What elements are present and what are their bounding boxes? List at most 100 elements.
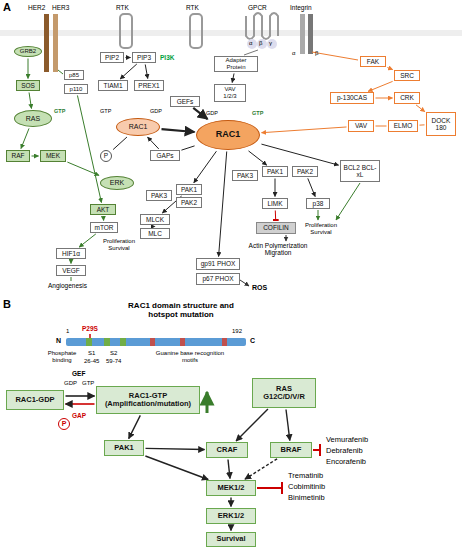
- node-text: MEK1/2: [217, 484, 244, 492]
- annotation-label: GPCR: [248, 4, 267, 11]
- pathway-connector: [103, 216, 104, 220]
- pathway-connector: [275, 179, 276, 197]
- gpcr-adapter-link: [244, 50, 258, 55]
- node-text: COFILIN: [263, 224, 289, 231]
- annotation-label: Integrin: [290, 4, 312, 11]
- her3-pi3k-link: [58, 70, 63, 74]
- node-text: Survival: [216, 535, 245, 543]
- node-text: GEFs: [177, 98, 194, 105]
- annotation-label: GDP: [150, 108, 162, 114]
- annotation-label: PI3K: [160, 54, 174, 61]
- node-text: BCL2 BCL-xL: [343, 164, 377, 178]
- node-text: p85: [69, 72, 79, 79]
- rtk-receptor: [190, 14, 202, 48]
- pathway-connector: [120, 64, 137, 79]
- inhibition-bar: [257, 482, 282, 494]
- protein-box: BCL2 BCL-xL: [340, 160, 380, 182]
- pathway-connector: [230, 498, 231, 507]
- pathway-connector: [261, 144, 338, 165]
- node-text: FAK: [367, 58, 379, 65]
- pathway-connector: [416, 105, 425, 112]
- switch-segment: [120, 338, 126, 346]
- rtk-receptor: [120, 14, 132, 48]
- adhesion-box: FAK: [360, 56, 386, 67]
- membrane: [0, 30, 462, 36]
- node-text: GAPs: [157, 152, 174, 159]
- annotation-label: GTP: [100, 108, 111, 114]
- adhesion-box: ELMO: [388, 120, 418, 132]
- gtpase-ellipse: RAC1: [116, 118, 160, 136]
- protein-box: PAK1: [262, 166, 288, 177]
- protein-box: PIP2: [100, 52, 124, 63]
- node-text: P: [104, 152, 108, 159]
- phosphate-circle: P: [58, 418, 70, 430]
- annotation-label: α: [249, 40, 252, 47]
- node-text: RAC1-GDP: [15, 396, 54, 404]
- annotation-label: HER2: [28, 4, 45, 11]
- guanine-motif-segment: [222, 338, 227, 346]
- pathway-connector: [261, 127, 346, 133]
- pathway-connector: [66, 403, 95, 405]
- pathway-connector: [161, 129, 194, 132]
- g-protein-subunit: [247, 39, 257, 49]
- node-text: PAK1: [181, 186, 197, 193]
- pathway-connector: [193, 108, 207, 119]
- annotation-label: α: [292, 50, 295, 57]
- annotation-label: RTK: [186, 4, 199, 11]
- phosphate-binding-segment: [86, 338, 92, 346]
- her3-receptor: [53, 14, 58, 72]
- node-text: SOS: [21, 82, 35, 89]
- protein-box: VAV 1/2/3: [214, 84, 246, 102]
- node-text: p110: [70, 86, 83, 93]
- annotation-label: ROS: [252, 284, 267, 292]
- protein-box: MLC: [140, 228, 170, 239]
- node-text: TIAM1: [103, 82, 122, 89]
- integrin-fak-link: [312, 52, 358, 60]
- node-text: PREX1: [138, 82, 159, 89]
- protein-box: HIF1α: [56, 248, 86, 259]
- node-text: CRAF: [217, 446, 238, 454]
- integrin-alpha: [300, 14, 305, 54]
- annotation-label: β: [259, 40, 262, 47]
- annotation-label: Angiogenesis: [48, 282, 87, 289]
- annotation-label: Actin Polymerization Migration: [242, 242, 314, 256]
- pathway-ellipse: GRB2: [14, 46, 42, 57]
- annotation-label: GEF: [72, 370, 85, 377]
- node-text: AKT: [97, 206, 110, 213]
- annotation-label: GTP: [252, 110, 263, 116]
- pathway-connector: [419, 124, 424, 125]
- protein-box: p85: [64, 70, 84, 80]
- protein-box: p110: [64, 84, 88, 94]
- pathway-connector: [376, 98, 393, 99]
- pathway-connector: [228, 459, 230, 478]
- node-text: p38: [313, 200, 324, 207]
- switch-segment: [104, 338, 110, 346]
- pathway-connector: [249, 151, 267, 165]
- node-text: LIMK: [267, 200, 282, 207]
- node-text: p-130CAS: [337, 94, 367, 101]
- node-text: ERK: [110, 179, 124, 187]
- pathway-box: RAC1-GTP (Amplification/mutation): [96, 386, 200, 414]
- annotation-label: C: [250, 337, 255, 345]
- annotation-label: Debrafenib: [326, 447, 363, 455]
- node-text: RAS: [26, 115, 40, 123]
- pathway-connector: [126, 57, 131, 58]
- protein-box: MLCK: [140, 214, 170, 225]
- pathway-connector: [32, 156, 39, 157]
- hotspot-tick: [89, 334, 91, 338]
- annotation-label: GDP: [64, 380, 77, 387]
- pathway-connector: [376, 126, 387, 127]
- node-text: GRB2: [20, 48, 36, 55]
- annotation-label: S2: [110, 350, 117, 357]
- pathway-box: ERK1/2: [206, 508, 256, 524]
- pathway-connector: [232, 73, 234, 82]
- node-text: PAK1: [267, 168, 283, 175]
- node-text: ERK1/2: [218, 512, 244, 520]
- node-text: p67 PHOX: [202, 275, 233, 282]
- pathway-connector: [194, 151, 217, 183]
- pathway-ellipse: ERK: [100, 176, 134, 190]
- protein-box: p67 PHOX: [196, 273, 240, 285]
- protein-box: GAPs: [150, 150, 180, 161]
- annotation-label: A: [3, 1, 11, 13]
